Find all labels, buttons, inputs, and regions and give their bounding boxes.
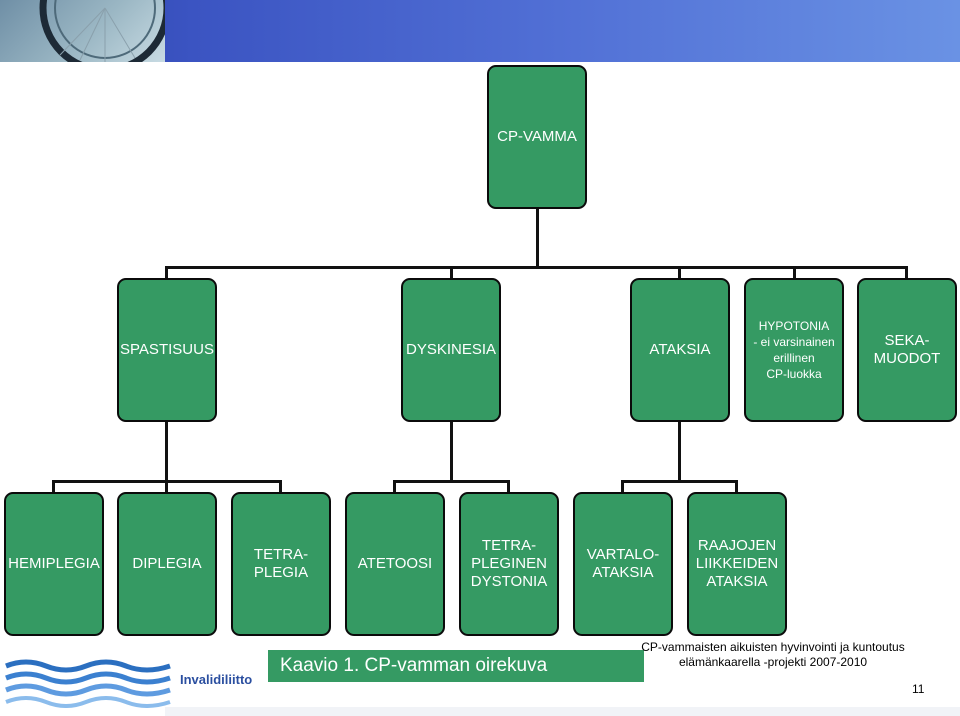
- connector: [393, 480, 510, 483]
- connector: [793, 266, 796, 280]
- connector: [393, 480, 396, 494]
- page-number: 11: [912, 682, 925, 696]
- connector: [621, 480, 738, 483]
- project-credit: CP-vammaisten aikuisten hyvinvointi ja k…: [641, 640, 905, 669]
- banner-photo: [0, 0, 171, 62]
- subtype-node-tetraplegic-dystonia: TETRA- PLEGINEN DYSTONIA: [459, 492, 559, 636]
- connector: [165, 420, 168, 482]
- connector: [735, 480, 738, 494]
- figure-caption: Kaavio 1. CP-vamman oirekuva: [268, 650, 644, 682]
- connector: [450, 420, 453, 482]
- logo-text: Invalidiliitto: [180, 672, 253, 687]
- connector: [905, 266, 908, 280]
- type-node-sekamuodot: SEKA- MUODOT: [857, 278, 957, 422]
- connector: [165, 266, 168, 280]
- connector: [507, 480, 510, 494]
- header-banner: [0, 0, 960, 62]
- type-node-spastisuus: SPASTISUUS: [117, 278, 217, 422]
- subtype-node-tetraplegia: TETRA- PLEGIA: [231, 492, 331, 636]
- connector: [536, 207, 539, 267]
- subtype-node-hemiplegia: HEMIPLEGIA: [4, 492, 104, 636]
- subtype-node-diplegia: DIPLEGIA: [117, 492, 217, 636]
- connector: [678, 420, 681, 482]
- footer-strip: [165, 707, 960, 716]
- connector: [279, 480, 282, 494]
- type-node-ataksia: ATAKSIA: [630, 278, 730, 422]
- subtype-node-vartaloataksia: VARTALO- ATAKSIA: [573, 492, 673, 636]
- subtype-node-atetoosi: ATETOOSI: [345, 492, 445, 636]
- connector: [52, 480, 55, 494]
- connector: [450, 266, 453, 280]
- type-node-hypotonia: HYPOTONIA - ei varsinainen erillinen CP-…: [744, 278, 844, 422]
- root-node: CP-VAMMA: [487, 65, 587, 209]
- connector: [165, 266, 907, 269]
- type-node-dyskinesia: DYSKINESIA: [401, 278, 501, 422]
- connector: [165, 480, 168, 494]
- invalidiliitto-logo-icon: [4, 656, 174, 708]
- connector: [621, 480, 624, 494]
- subtype-node-limb-ataksia: RAAJOJEN LIIKKEIDEN ATAKSIA: [687, 492, 787, 636]
- connector: [678, 266, 681, 280]
